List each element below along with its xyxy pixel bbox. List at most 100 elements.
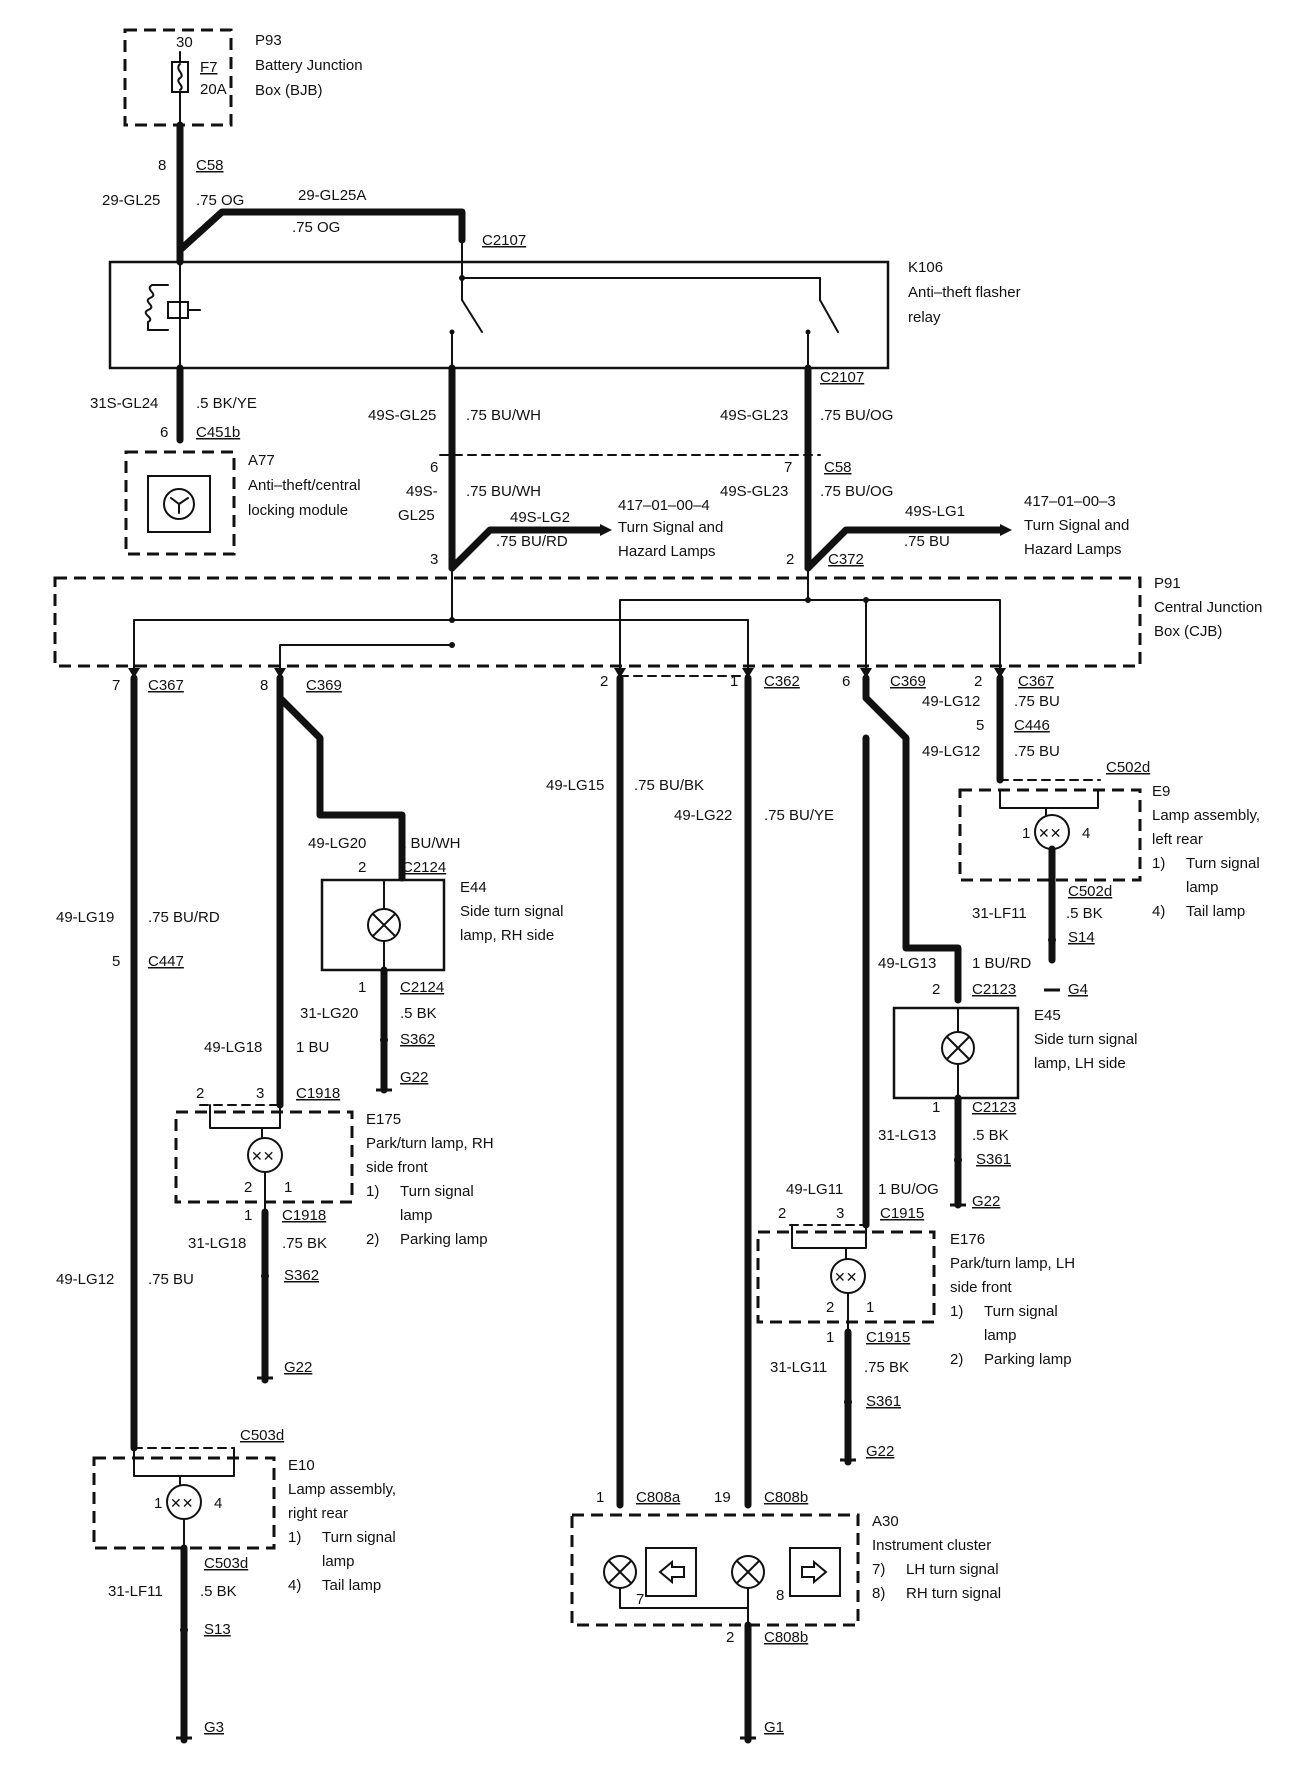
svg-text:✕✕: ✕✕ <box>834 1269 857 1285</box>
k106-line2: relay <box>908 309 941 326</box>
wire-49s-gl25b-size: .75 BU/WH <box>466 483 541 500</box>
wire-29-gl25-size: .75 OG <box>196 192 244 209</box>
e45-line1: Side turn signal <box>1034 1031 1137 1048</box>
e175-pin-in2: 2 <box>244 1179 252 1196</box>
p91-line1: Central Junction <box>1154 599 1262 616</box>
right-arrow-icon <box>801 1559 828 1585</box>
a30-pin-8: 8 <box>776 1587 784 1604</box>
a30-f7-num: 7) <box>872 1561 885 1578</box>
wire-31-lg13-size: .5 BK <box>972 1127 1009 1144</box>
wire-49-lg12-c-size: .75 BU <box>148 1271 194 1288</box>
wire-49-lg19: 49-LG19 <box>56 909 114 926</box>
p93-line1: Battery Junction <box>255 57 363 74</box>
ground-g22-b: G22 <box>284 1359 312 1376</box>
connector-c2107-bottom: C2107 <box>820 369 864 386</box>
e176-line2: side front <box>950 1279 1013 1296</box>
splice-s362-a: S362 <box>400 1031 435 1048</box>
connector-c58-top: C58 <box>196 157 224 174</box>
connector-c503d-top: C503d <box>240 1427 284 1444</box>
connector-c58-mid: C58 <box>824 459 852 476</box>
e176-pin-1: 1 <box>826 1329 834 1346</box>
ground-g1: G1 <box>764 1719 784 1736</box>
svg-text:✕✕: ✕✕ <box>251 1148 274 1164</box>
e175-pin-3: 3 <box>256 1085 264 1102</box>
connector-c447: C447 <box>148 953 184 970</box>
connector-c451b: C451b <box>196 424 240 441</box>
e175-f2: Parking lamp <box>400 1231 488 1248</box>
p93-id: P93 <box>255 32 282 49</box>
e45-id: E45 <box>1034 1007 1061 1024</box>
wire-31-lg20: 31-LG20 <box>300 1005 358 1022</box>
connector-c372: C372 <box>828 551 864 568</box>
a30-f8-num: 8) <box>872 1585 885 1602</box>
wire-49-lg12-a-size: .75 BU <box>1014 693 1060 710</box>
pin-6-c369: 6 <box>842 673 850 690</box>
wire-49-lg22: 49-LG22 <box>674 807 732 824</box>
e176-pin-in2: 2 <box>826 1299 834 1316</box>
p91-box <box>53 576 1142 668</box>
e176-line1: Park/turn lamp, LH <box>950 1255 1075 1272</box>
ground-g3: G3 <box>204 1719 224 1736</box>
fuse-id: F7 <box>200 59 218 76</box>
e176-pin-2: 2 <box>778 1205 786 1222</box>
e45-pin-2: 2 <box>932 981 940 998</box>
ref-lg1-wire: 49S-LG1 <box>905 503 965 520</box>
connector-c808b-top: C808b <box>764 1489 808 1506</box>
e9-line2: left rear <box>1152 831 1203 848</box>
connector-c2107-top: C2107 <box>482 232 526 249</box>
e44-id: E44 <box>460 879 487 896</box>
e10-f1-b: lamp <box>322 1553 355 1570</box>
ref-lg2-code: 417–01–00–4 <box>618 497 710 514</box>
splice-s14: S14 <box>1068 929 1095 946</box>
e45-box <box>892 1006 1020 1100</box>
e176-box <box>756 1230 936 1324</box>
e9-box <box>958 788 1142 882</box>
e175-f1-num: 1) <box>366 1183 379 1200</box>
wire-49-lg20-size: 1 BU/WH <box>398 835 461 852</box>
e175-pin-2: 2 <box>196 1085 204 1102</box>
wire-49s-gl25: 49S-GL25 <box>368 407 436 424</box>
wire-49-lg12-b: 49-LG12 <box>922 743 980 760</box>
ground-g22-a: G22 <box>400 1069 428 1086</box>
wire-49-lg15: 49-LG15 <box>546 777 604 794</box>
lh-arrow-box <box>645 1547 697 1597</box>
wire-31s-gl24-size: .5 BK/YE <box>196 395 257 412</box>
connector-c808b-bottom: C808b <box>764 1629 808 1646</box>
rh-arrow-box <box>789 1547 841 1597</box>
ground-g22-c: G22 <box>972 1193 1000 1210</box>
module-icon <box>163 488 195 520</box>
wire-49-lg12-b-size: .75 BU <box>1014 743 1060 760</box>
a77-box <box>124 450 236 556</box>
e10-line1: Lamp assembly, <box>288 1481 396 1498</box>
connector-c2123-bottom: C2123 <box>972 1099 1016 1116</box>
pin-2: 2 <box>786 551 794 568</box>
e10-f4: Tail lamp <box>322 1577 381 1594</box>
wire-49-lg12-c: 49-LG12 <box>56 1271 114 1288</box>
e10-line2: right rear <box>288 1505 348 1522</box>
wire-49s-gl25-size: .75 BU/WH <box>466 407 541 424</box>
pin-1-c362: 1 <box>730 673 738 690</box>
p93-pin: 30 <box>176 34 193 51</box>
c447-pin-5: 5 <box>112 953 120 970</box>
e10-f1-a: Turn signal <box>322 1529 396 1546</box>
fuse-rating: 20A <box>200 81 227 98</box>
wire-31-lf11-b-size: .5 BK <box>200 1583 237 1600</box>
e44-line2: lamp, RH side <box>460 927 554 944</box>
a30-f7: LH turn signal <box>906 1561 999 1578</box>
e9-f4: Tail lamp <box>1186 903 1245 920</box>
relay-diode-icon <box>167 301 189 319</box>
a30-box <box>570 1513 860 1627</box>
ground-g22-d: G22 <box>866 1443 894 1460</box>
wire-31-lf11-a: 31-LF11 <box>972 905 1027 922</box>
a30-f8: RH turn signal <box>906 1585 1001 1602</box>
lg1-arrow-icon <box>1000 524 1012 536</box>
e9-line1: Lamp assembly, <box>1152 807 1260 824</box>
wire-49s-gl23: 49S-GL23 <box>720 407 788 424</box>
e9-pin-4: 4 <box>1082 825 1090 842</box>
e9-f1-b: lamp <box>1186 879 1219 896</box>
wire-49-lg15-size: .75 BU/BK <box>634 777 704 794</box>
e44-pin-1: 1 <box>358 979 366 996</box>
e175-id: E175 <box>366 1111 401 1128</box>
ref-lg2-line1: Turn Signal and <box>618 519 723 536</box>
e176-f2-num: 2) <box>950 1351 963 1368</box>
